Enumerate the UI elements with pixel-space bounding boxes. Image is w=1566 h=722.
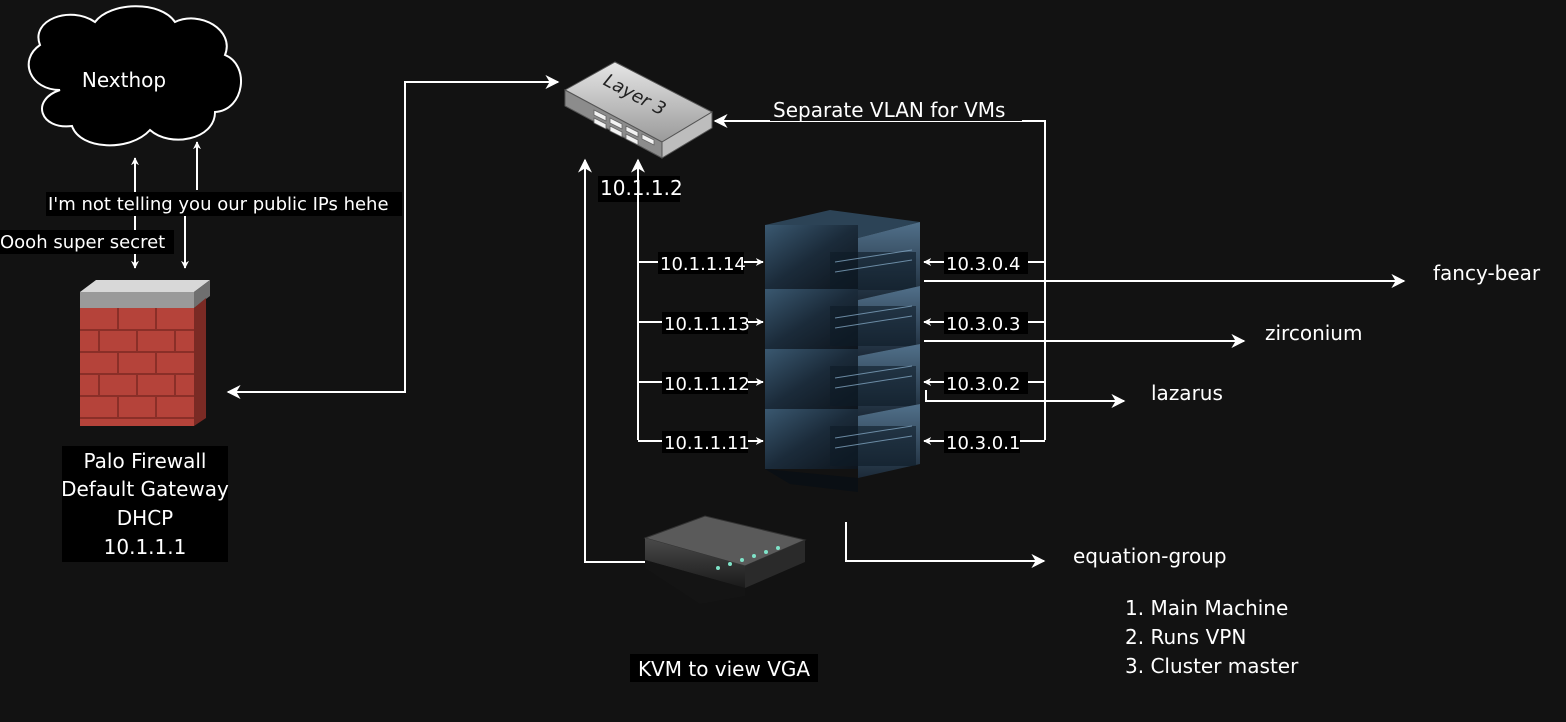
host-name-4: equation-group <box>1073 544 1227 568</box>
kvm-label-bg <box>630 654 818 682</box>
mgmt-ip-1-bg <box>658 252 744 274</box>
vlan-label-bg <box>770 97 1022 121</box>
kvm-icon <box>643 515 807 604</box>
nexthop-label: Nexthop <box>82 68 166 92</box>
kvm-switch-link <box>578 158 645 563</box>
secret-label-bg <box>0 230 174 254</box>
vm-ip-1: 10.3.0.4 <box>946 254 1020 275</box>
host-name-1: fancy-bear <box>1433 261 1541 285</box>
mgmt-ip-3-bg <box>662 372 748 394</box>
vm-ip-4-bg <box>944 431 1020 453</box>
layer3-switch-icon: Layer 3 <box>563 61 714 159</box>
firewall-label-bg <box>62 446 228 562</box>
note-item-2: 2. Runs VPN <box>1125 625 1246 649</box>
note-item-1: 1. Main Machine <box>1125 596 1288 620</box>
firewall-line-1: Palo Firewall <box>84 449 207 473</box>
equation-group-notes: 1. Main Machine 2. Runs VPN 3. Cluster m… <box>1125 596 1299 678</box>
firewall-line-4: 10.1.1.1 <box>104 535 187 559</box>
host-name-3: lazarus <box>1151 381 1223 405</box>
vm-ip-2: 10.3.0.3 <box>946 314 1020 335</box>
public-ips-label: I'm not telling you our public IPs hehe <box>48 194 389 215</box>
kvm-label: KVM to view VGA <box>638 657 810 681</box>
vm-ip-2-bg <box>944 312 1028 334</box>
firewall-switch-link <box>226 75 560 399</box>
server-unit-1 <box>765 210 920 300</box>
secret-label: Oooh super secret <box>0 232 165 253</box>
nexthop-cloud: Nexthop <box>27 5 242 147</box>
vlan-label: Separate VLAN for VMs <box>773 98 1005 122</box>
server-unit-4 <box>765 404 920 492</box>
vm-ip-3: 10.3.0.2 <box>946 374 1020 395</box>
mgmt-ip-1: 10.1.1.14 <box>660 254 746 275</box>
firewall-line-2: Default Gateway <box>61 477 229 501</box>
vm-ip-3-bg <box>944 372 1028 394</box>
server-stack <box>765 210 920 492</box>
firewall-icon <box>80 280 210 426</box>
switch-ip: 10.1.1.2 <box>600 176 683 200</box>
note-item-3: 3. Cluster master <box>1125 654 1299 678</box>
mgmt-ip-2: 10.1.1.13 <box>664 314 750 335</box>
mgmt-ip-3: 10.1.1.12 <box>664 374 750 395</box>
mgmt-ip-4-bg <box>662 431 748 453</box>
server-unit-2 <box>765 286 920 356</box>
mgmt-ip-4: 10.1.1.11 <box>664 433 750 454</box>
host-link-4 <box>845 522 1046 568</box>
firewall-line-3: DHCP <box>117 506 173 530</box>
mgmt-ip-2-bg <box>662 312 748 334</box>
vm-ip-4: 10.3.0.1 <box>946 433 1020 454</box>
host-link-3 <box>925 390 1126 408</box>
vm-ip-1-bg <box>944 252 1028 274</box>
server-unit-3 <box>765 344 920 416</box>
host-name-2: zirconium <box>1265 321 1362 345</box>
